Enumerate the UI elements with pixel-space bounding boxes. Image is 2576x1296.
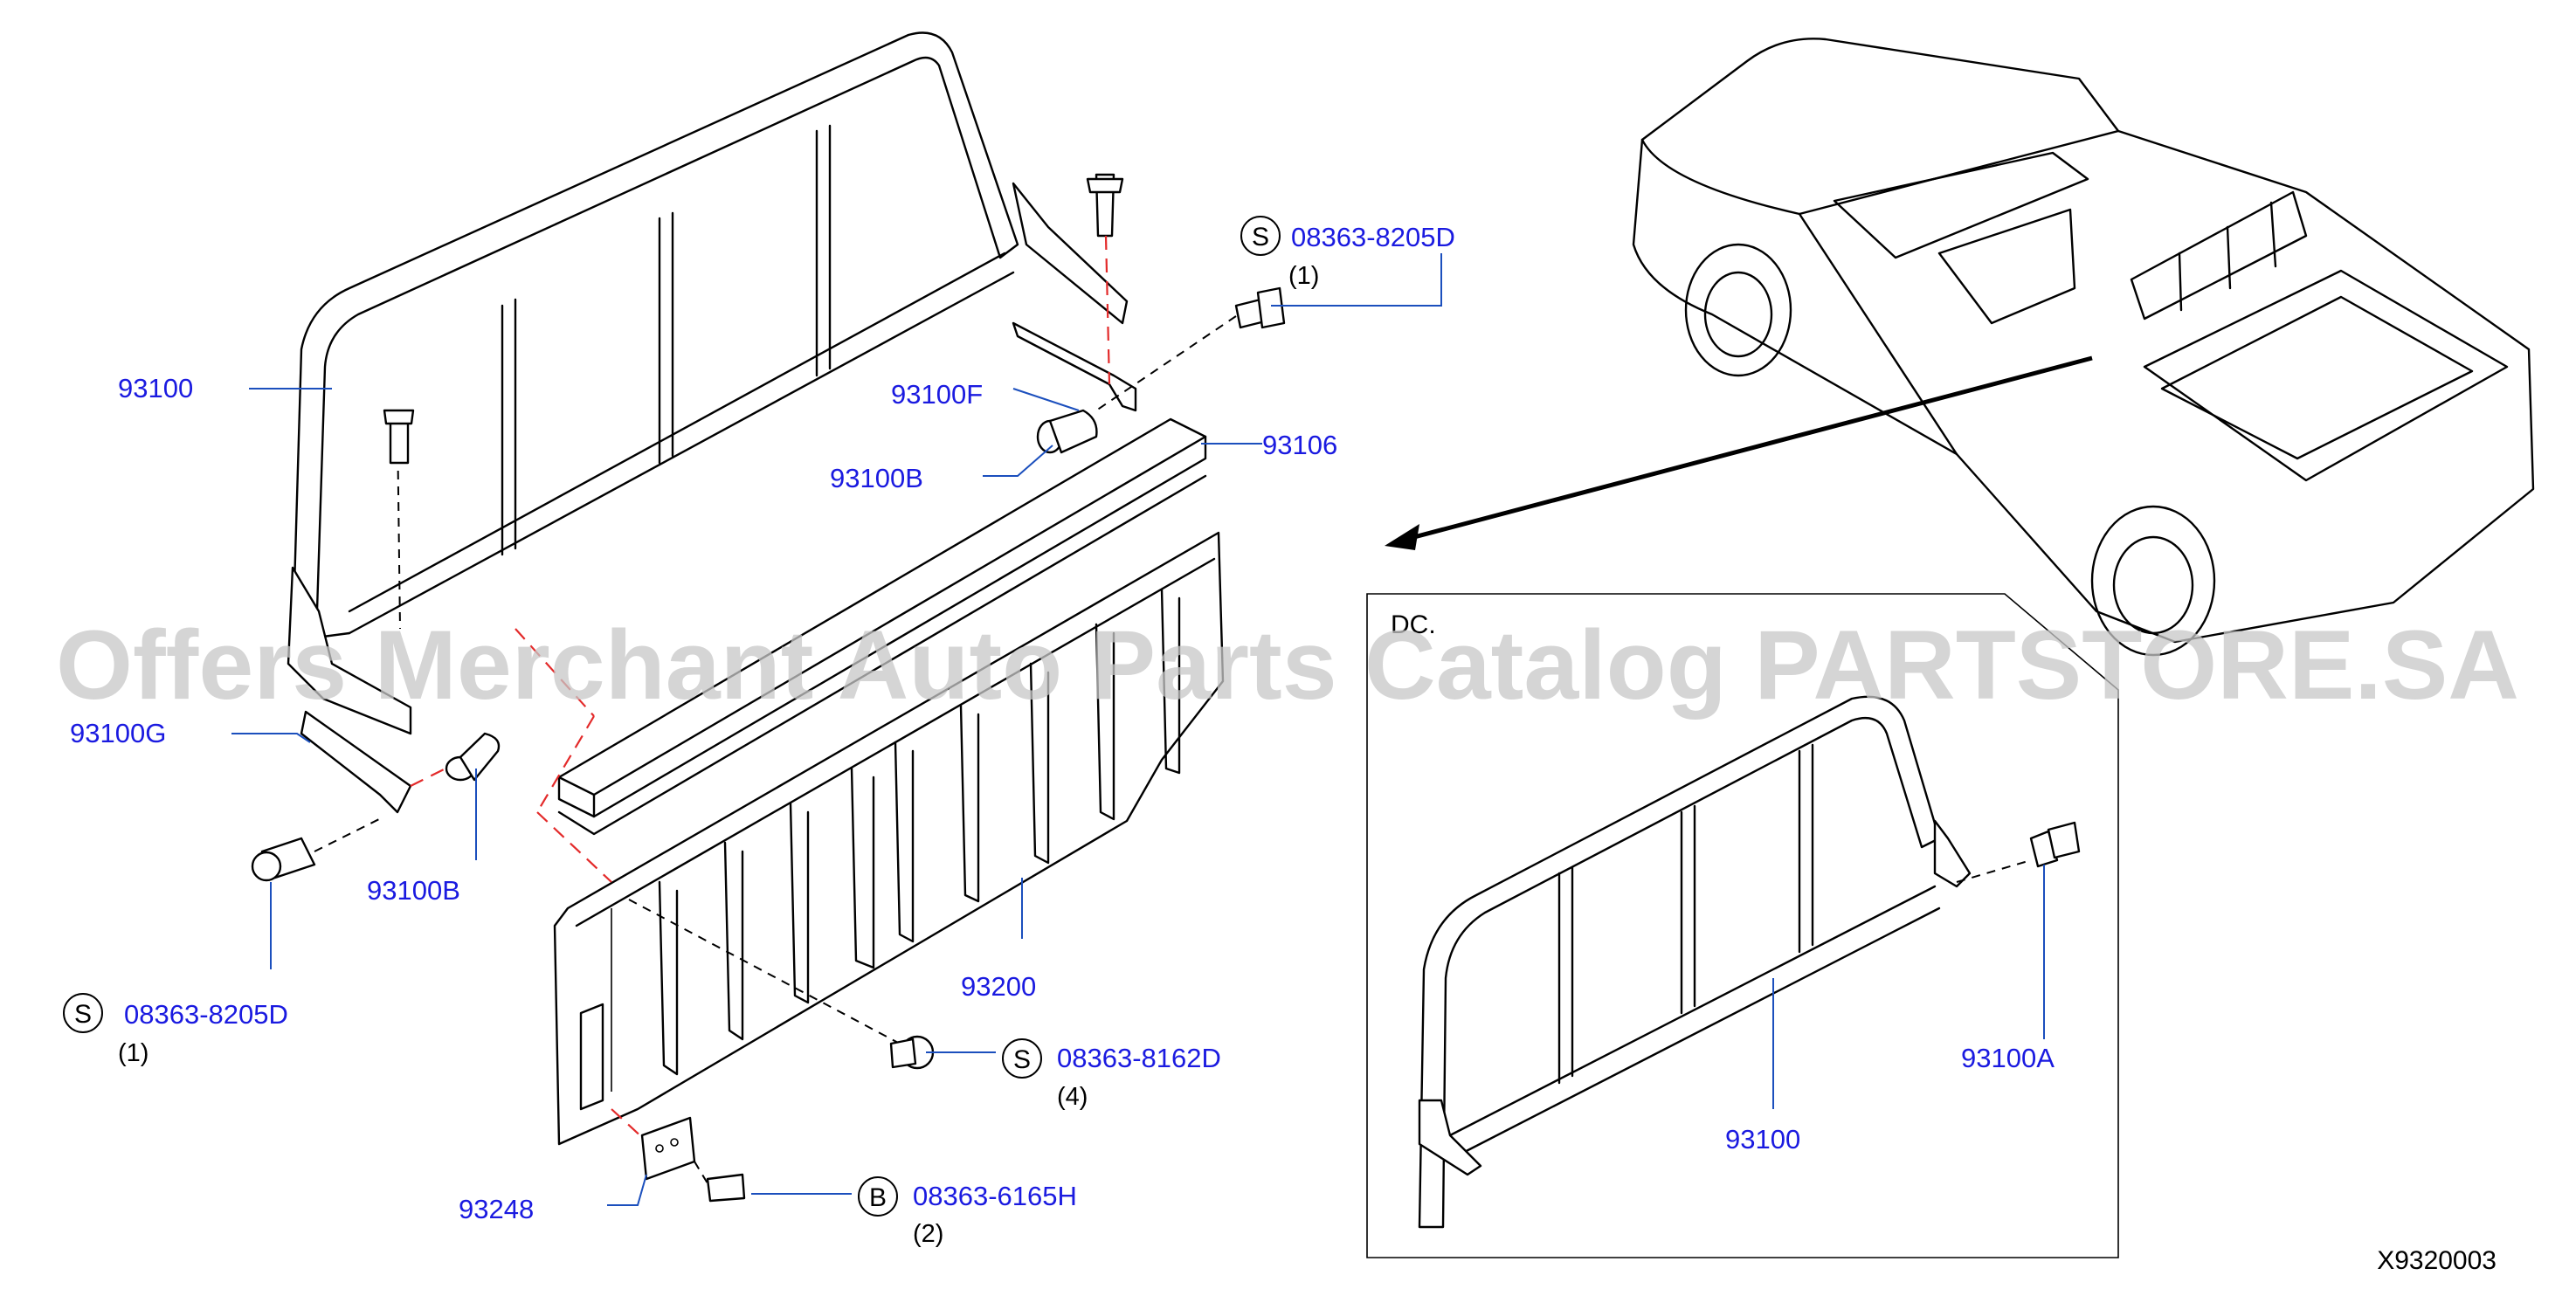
callout-symbol: B: [869, 1183, 887, 1212]
bushing-93100B-left: [445, 732, 501, 782]
rail-93106: [557, 417, 1207, 836]
callout-quantity: (1): [118, 1039, 148, 1067]
callout-part-number: 08363-8205D: [1291, 222, 1455, 252]
detail-arrow: [1385, 355, 2093, 550]
guard-frame-93100: [287, 31, 1129, 735]
watermark-text: Offers Merchant Auto Parts Catalog PARTS…: [56, 610, 2519, 720]
pickup-truck-illustration: [1632, 38, 2535, 657]
plate-93248: [611, 1108, 746, 1203]
label-93248: 93248: [459, 1194, 534, 1224]
callout-s-08363-8205D-left: S 08363-8205D (1): [63, 993, 288, 1067]
detail-box: DC.: [1366, 593, 2119, 1258]
callout-symbol: S: [1252, 223, 1269, 252]
callout-quantity: (2): [913, 1220, 943, 1248]
label-93100F: 93100F: [891, 379, 983, 410]
callout-quantity: (1): [1288, 262, 1319, 290]
leader-lines: [231, 253, 2045, 1206]
label-93100B-left: 93100B: [367, 875, 460, 906]
detail-box-label: DC.: [1391, 610, 1436, 639]
bracket-93100G: [300, 409, 464, 814]
callout-part-number: 08363-8162D: [1057, 1043, 1221, 1073]
callout-part-number: 08363-6165H: [913, 1181, 1077, 1211]
bolt-08363-8205D-left: [251, 816, 385, 882]
label-93100G: 93100G: [70, 718, 166, 748]
bolt-08363-8162D: [889, 1035, 935, 1070]
label-93100A: 93100A: [1961, 1043, 2055, 1073]
callout-part-number: 08363-8205D: [124, 999, 288, 1030]
bolt-08363-8205D-top: [1095, 286, 1286, 411]
callout-s-08363-8205D-top: S 08363-8205D (1): [1240, 216, 1455, 290]
bracket-93100F: [1012, 173, 1137, 412]
label-93200: 93200: [961, 971, 1036, 1002]
bushing-93100B-top: [1036, 409, 1098, 454]
label-93106: 93106: [1262, 430, 1337, 460]
callout-s-08363-8162D: S 08363-8162D (4): [1002, 1038, 1221, 1111]
label-93100B-top: 93100B: [830, 463, 923, 493]
callout-symbol: S: [1013, 1045, 1031, 1074]
figure-code: X9320003: [2377, 1246, 2497, 1275]
label-93100-main: 93100: [118, 373, 193, 403]
label-93100-detail: 93100: [1725, 1124, 1800, 1155]
callout-symbol: S: [74, 1000, 92, 1029]
panel-93200: [515, 531, 1225, 1146]
callout-quantity: (4): [1057, 1083, 1088, 1111]
callout-b-08363-6165H: B 08363-6165H (2): [858, 1176, 1077, 1248]
